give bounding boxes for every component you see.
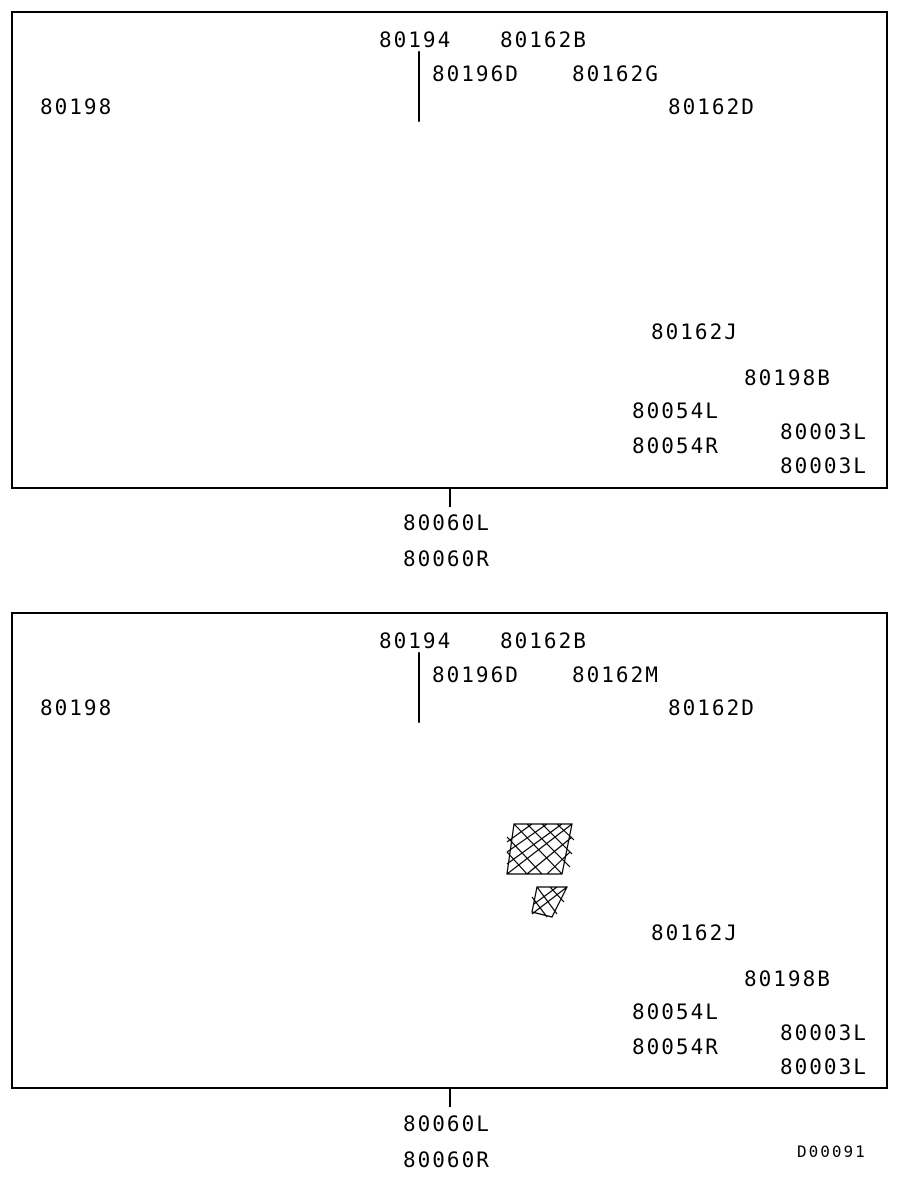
part-label-80003l-b[interactable]: 80003L: [780, 454, 868, 478]
diagram-code: D00091: [797, 1142, 867, 1161]
assembly-leader-top: [449, 489, 451, 507]
part-label-80198[interactable]: 80198: [40, 95, 114, 119]
part-label-80054l[interactable]: 80054L: [632, 399, 720, 423]
part-label-80054l[interactable]: 80054L: [632, 1000, 720, 1024]
part-label-80003l-b[interactable]: 80003L: [780, 1055, 868, 1079]
headlamp-drawing-bottom: [418, 652, 575, 918]
part-label-80198b[interactable]: 80198B: [744, 967, 832, 991]
part-label-80162d[interactable]: 80162D: [668, 696, 756, 720]
part-label-80054r[interactable]: 80054R: [632, 434, 720, 458]
assembly-leader-bottom: [449, 1089, 451, 1107]
part-label-80198[interactable]: 80198: [40, 696, 114, 720]
part-label-80196d[interactable]: 80196D: [432, 62, 520, 86]
part-label-80003l-a[interactable]: 80003L: [780, 420, 868, 444]
part-label-80162j[interactable]: 80162J: [651, 921, 739, 945]
part-label-80196d[interactable]: 80196D: [432, 663, 520, 687]
part-label-80162m[interactable]: 80162M: [572, 663, 660, 687]
part-label-80162g[interactable]: 80162G: [572, 62, 660, 86]
assembly-label-80060l-bottom[interactable]: 80060L: [403, 1112, 491, 1136]
assembly-label-80060r-bottom[interactable]: 80060R: [403, 1148, 491, 1172]
part-label-80162b[interactable]: 80162B: [500, 629, 588, 653]
headlamp-drawing-top: [418, 51, 420, 122]
part-label-80198b[interactable]: 80198B: [744, 366, 832, 390]
part-label-80194[interactable]: 80194: [379, 629, 453, 653]
mesh-grille: [506, 823, 575, 918]
part-label-80003l-a[interactable]: 80003L: [780, 1021, 868, 1045]
assembly-label-80060l-top[interactable]: 80060L: [403, 511, 491, 535]
part-label-80194[interactable]: 80194: [379, 28, 453, 52]
part-label-80162j[interactable]: 80162J: [651, 320, 739, 344]
part-label-80162b[interactable]: 80162B: [500, 28, 588, 52]
part-label-80054r[interactable]: 80054R: [632, 1035, 720, 1059]
part-label-80162d[interactable]: 80162D: [668, 95, 756, 119]
diagram-panel-top: 80194 80162B 80196D 80162G 80198 80162D …: [11, 11, 888, 489]
assembly-label-80060r-top[interactable]: 80060R: [403, 547, 491, 571]
diagram-panel-bottom: 80194 80162B 80196D 80162M 80198 80162D …: [11, 612, 888, 1089]
